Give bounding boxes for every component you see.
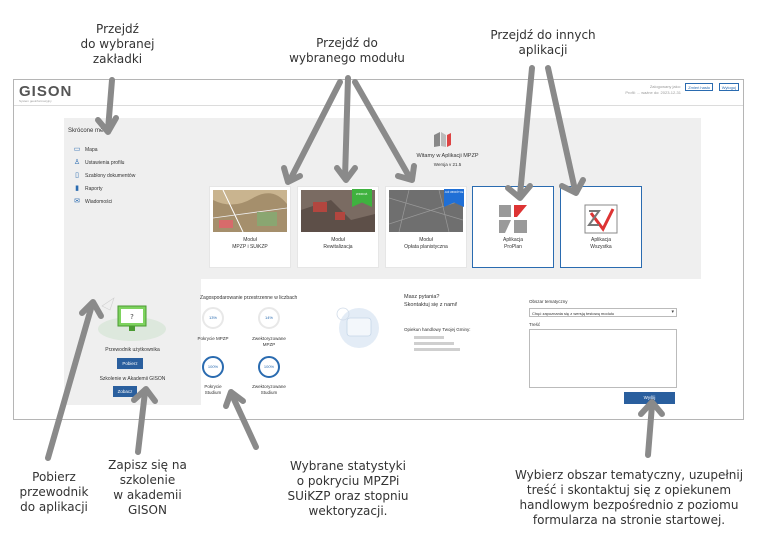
contact-illustration	[336, 307, 379, 348]
module-badge-blue	[444, 189, 464, 207]
sidebar-item-reports[interactable]: ▮Raporty	[73, 185, 102, 192]
advisor-details	[414, 336, 464, 351]
logout-button[interactable]: Wyloguj	[718, 83, 739, 91]
content-textarea[interactable]	[529, 329, 677, 388]
stat-circle-studium-vector: 100%	[258, 356, 280, 378]
sidebar-item-map[interactable]: ▭Mapa	[73, 146, 98, 153]
wszystka-logo-icon	[584, 204, 618, 234]
mail-icon: ✉	[74, 198, 80, 205]
download-guide-button[interactable]: Pobierz	[117, 358, 143, 369]
sidebar-item-profile[interactable]: ♙Ustawienia profilu	[73, 159, 125, 166]
mpzp-logo-icon	[434, 132, 451, 147]
stat-circle-studium-coverage: 100%	[202, 356, 224, 378]
app-window: GISON System geoinformacyjny Zalogowany …	[13, 79, 744, 420]
change-password-button[interactable]: Zmień hasło	[685, 83, 713, 91]
content-label: Treść	[529, 322, 541, 327]
svg-text:?: ?	[130, 313, 134, 321]
guide-illustration: ?	[98, 297, 166, 341]
mpzp-map-thumbnail	[213, 190, 287, 232]
topic-label: Obszar tematyczny	[529, 299, 568, 304]
rewitalizacja-map-thumbnail	[301, 190, 375, 232]
stat-circle-mpzp-vector: 14%	[258, 307, 280, 329]
stat-label-mpzp-coverage: Pokrycie MPZP	[197, 336, 229, 341]
top-bar: GISON System geoinformacyjny Zalogowany …	[14, 80, 743, 106]
advisor-label: Opiekun handlowy Twojej Gminy:	[404, 327, 471, 332]
document-icon: ▯	[75, 172, 79, 179]
view-training-button[interactable]: Zobacz	[113, 386, 137, 397]
chart-icon: ▮	[75, 185, 79, 192]
welcome-title: Witamy w Aplikacji MPZP	[416, 153, 479, 159]
shortcut-menu-title: Skrócone menu	[68, 128, 111, 134]
sidebar-item-messages[interactable]: ✉Wiadomości	[74, 198, 113, 205]
training-label: Szkolenie w Akademii GISON	[99, 376, 166, 382]
module-badge-green	[352, 189, 372, 207]
contact-question: Masz pytania?Skontaktuj się z nami!	[404, 294, 458, 308]
guide-label: Przewodnik użytkownika	[105, 347, 160, 353]
proplan-logo-icon	[499, 205, 527, 233]
sidebar-item-templates[interactable]: ▯Szablony dokumentów	[73, 172, 135, 179]
send-button[interactable]: Wyślij	[624, 392, 675, 404]
gison-logo: GISON	[19, 83, 73, 100]
map-icon: ▭	[73, 146, 81, 153]
stats-title: Zagospodarowanie przestrzenne w liczbach	[200, 295, 298, 301]
app-version: Wersja v 21.5	[433, 162, 462, 167]
chevron-down-icon: ▾	[671, 309, 674, 315]
topic-select[interactable]: Chęć zapoznania się z wersją testową mod…	[529, 308, 677, 317]
logo-subtitle: System geoinformacyjny	[19, 99, 52, 103]
user-icon: ♙	[73, 159, 81, 166]
user-info: Zalogowany jako:Profil: ... ważne do: 20…	[625, 84, 681, 95]
shortcut-menu: Skrócone menu ▭Mapa ♙Ustawienia profilu …	[64, 118, 201, 405]
stat-circle-mpzp-coverage: 13%	[202, 307, 224, 329]
